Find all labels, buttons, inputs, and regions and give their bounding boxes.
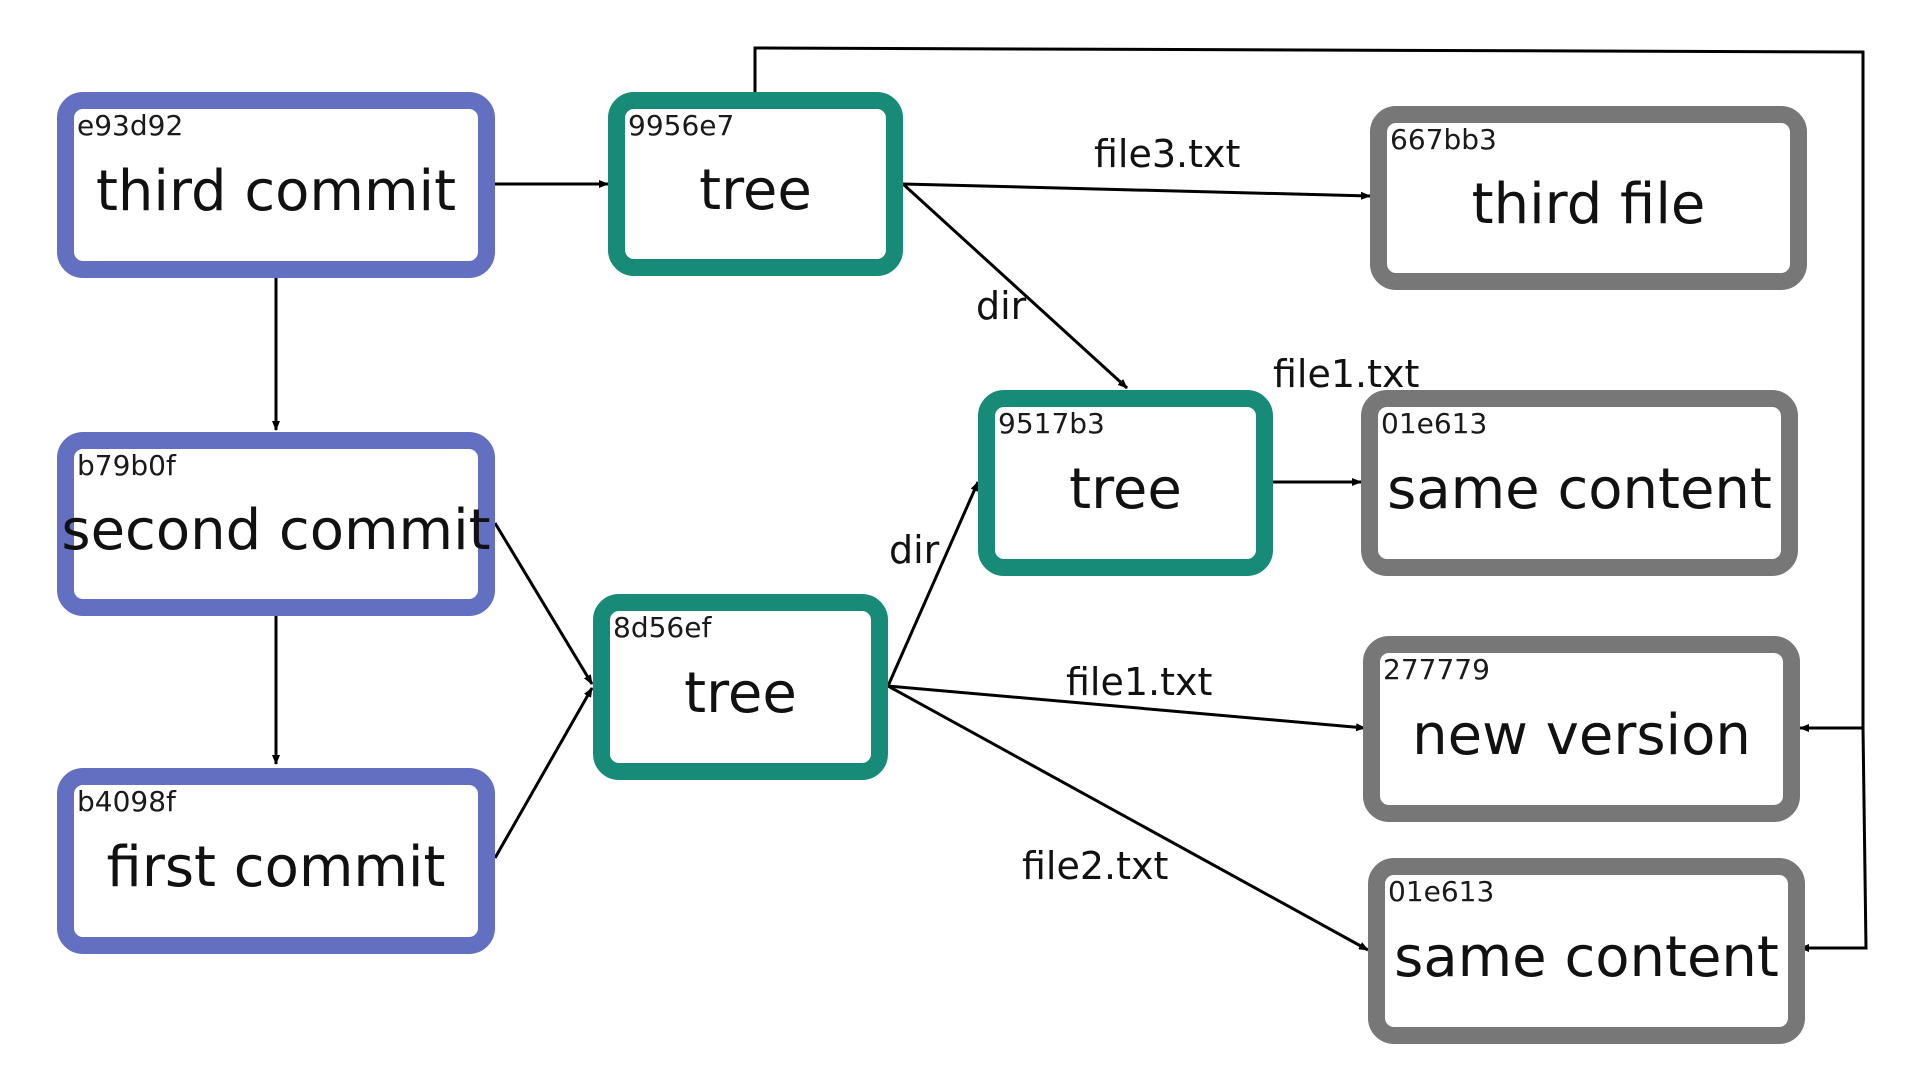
blob-hash: 667bb3 <box>1390 123 1497 156</box>
edge-label-file1-txt-bottom: file1.txt <box>1066 660 1213 704</box>
edge-tree-8d56ef-to-tree-9517b3 <box>886 481 980 687</box>
commit-node-second[interactable]: b79b0f second commit <box>57 432 495 616</box>
commit-node-first[interactable]: b4098f first commit <box>57 768 495 954</box>
commit-hash: b79b0f <box>77 449 176 482</box>
edge-label-dir-top: dir <box>976 284 1027 328</box>
tree-hash: 8d56ef <box>613 611 712 644</box>
tree-label: tree <box>1069 457 1182 522</box>
blob-node-01e613-b[interactable]: 01e613 same content <box>1368 858 1805 1044</box>
blob-label: new version <box>1412 703 1751 768</box>
blob-node-667bb3[interactable]: 667bb3 third file <box>1370 106 1807 290</box>
commit-label: second commit <box>61 498 491 563</box>
edge-label-file1-txt-top: file1.txt <box>1273 352 1420 396</box>
blob-hash: 01e613 <box>1381 407 1488 440</box>
edge-second-commit-to-tree-8d56ef <box>493 522 594 685</box>
commit-hash: b4098f <box>77 785 176 818</box>
blob-label: third file <box>1471 172 1706 237</box>
tree-node-9517b3[interactable]: 9517b3 tree <box>978 390 1273 576</box>
commit-label: third commit <box>95 159 457 224</box>
tree-node-8d56ef[interactable]: 8d56ef tree <box>593 594 888 780</box>
edge-label-file3-txt: file3.txt <box>1094 132 1241 176</box>
tree-hash: 9956e7 <box>628 109 735 142</box>
edge-tree-8d56ef-to-same-content-b <box>887 684 1369 952</box>
tree-label: tree <box>699 158 812 223</box>
commit-hash: e93d92 <box>77 109 184 142</box>
edge-tree-9956e7-to-third-file <box>902 182 1371 200</box>
tree-label: tree <box>684 661 797 726</box>
commit-node-third[interactable]: e93d92 third commit <box>57 92 495 278</box>
blob-hash: 01e613 <box>1388 875 1495 908</box>
blob-label: same content <box>1394 925 1779 990</box>
blob-node-277779[interactable]: 277779 new version <box>1363 636 1800 822</box>
edge-tree-9956e7-to-same-content-b <box>1799 727 1868 952</box>
edge-label-file2-txt: file2.txt <box>1022 844 1169 888</box>
tree-hash: 9517b3 <box>998 407 1105 440</box>
commit-label: first commit <box>106 835 446 900</box>
blob-node-01e613-a[interactable]: 01e613 same content <box>1361 390 1798 576</box>
blob-label: same content <box>1387 457 1772 522</box>
edge-label-dir-bottom: dir <box>889 528 940 572</box>
blob-hash: 277779 <box>1383 653 1490 686</box>
edge-first-commit-to-tree-8d56ef <box>493 687 594 859</box>
tree-node-9956e7[interactable]: 9956e7 tree <box>608 92 903 276</box>
